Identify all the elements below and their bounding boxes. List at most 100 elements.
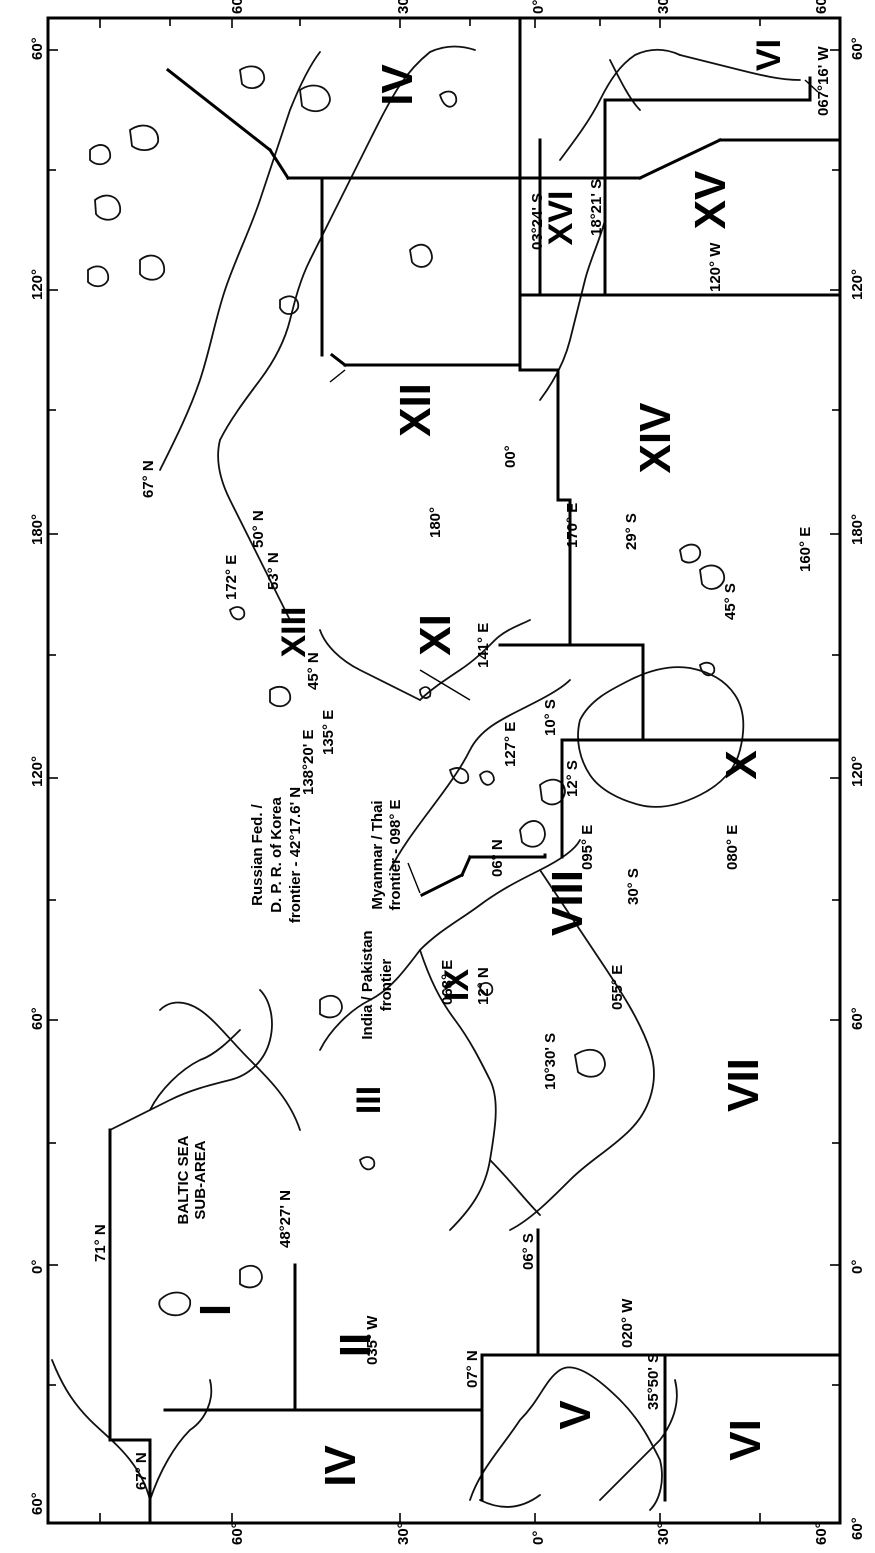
label-035w: 035° W <box>364 1315 381 1365</box>
lat-l-0: 0° <box>530 0 547 14</box>
label-07n: 07° N <box>464 1350 481 1388</box>
zone-IV-east: IV <box>373 64 422 106</box>
zone-XIII: XIII <box>275 606 313 657</box>
lon-top-60w: 60° <box>29 1492 46 1515</box>
label-135e: 135° E <box>320 710 337 755</box>
pointer-lines <box>329 79 819 894</box>
zone-X: X <box>717 750 766 779</box>
label-141e: 141° E <box>475 623 492 668</box>
label-50n: 50° N <box>250 510 267 548</box>
islands <box>87 65 725 1317</box>
zone-XI: XI <box>411 614 460 656</box>
lat-r-60n: 60° <box>229 1522 246 1545</box>
india-pakistan-label-2: frontier <box>378 959 395 1012</box>
lat-r-30n: 30° <box>395 1522 412 1545</box>
zone-XII: XII <box>391 383 440 437</box>
label-0324s: 03°24' S <box>529 193 546 250</box>
label-67n-east: 67° N <box>140 460 157 498</box>
baltic-label-2: SUB-AREA <box>192 1140 209 1219</box>
label-127e: 127° E <box>502 722 519 767</box>
label-30s: 30° S <box>625 868 642 905</box>
label-equator: 00° <box>502 445 519 468</box>
label-120w: 120° W <box>707 242 724 292</box>
frame-ticks <box>48 18 840 1523</box>
zone-IX: IX <box>438 969 476 1001</box>
label-67n-west: 67° N <box>133 1452 150 1490</box>
baltic-label-1: BALTIC SEA <box>175 1135 192 1224</box>
zone-VII: VII <box>719 1058 768 1112</box>
label-080e: 080° E <box>724 825 741 870</box>
zone-XIV: XIV <box>631 402 680 474</box>
lon-top-0: 0° <box>29 1260 46 1274</box>
label-3550s: 35°50' S <box>645 1353 662 1410</box>
zone-VI-west: VI <box>721 1419 770 1461</box>
label-12s: 12° S <box>564 760 581 797</box>
lon-bot-60w-east: 60° <box>849 37 866 60</box>
zone-XVI: XVI <box>542 191 580 246</box>
latitude-labels-left: 60° 30° 0° 30° 60° <box>229 0 830 14</box>
label-170e: 170° E <box>564 503 581 548</box>
myanmar-thai-label-1: Myanmar / Thai <box>369 800 386 909</box>
label-10s: 10° S <box>542 699 559 736</box>
lon-bot-120w: 120° <box>849 269 866 300</box>
lon-top-60w-east: 60° <box>29 37 46 60</box>
lon-bot-60e: 60° <box>849 1007 866 1030</box>
zone-I: I <box>191 1304 240 1316</box>
label-53n: 53° N <box>265 552 282 590</box>
zone-II: II <box>331 1333 380 1357</box>
label-055e: 055° E <box>609 965 626 1010</box>
label-06s: 06° S <box>520 1233 537 1270</box>
lon-top-180: 180° <box>29 514 46 545</box>
india-pakistan-label-1: India / Pakistan <box>359 930 376 1039</box>
russia-korea-label-1: Russian Fed. / <box>249 803 266 906</box>
label-4827n: 48°27' N <box>277 1190 294 1248</box>
lon-top-120w: 120° <box>29 269 46 300</box>
zone-labels: I II III IV IV V VI VI VII VIII IX X XI … <box>191 39 788 1487</box>
label-172e: 172° E <box>223 555 240 600</box>
label-29s: 29° S <box>623 513 640 550</box>
russia-korea-label-2: D. P. R. of Korea <box>268 797 285 913</box>
label-180: 180° <box>427 507 444 538</box>
label-160e: 160° E <box>797 527 814 572</box>
latitude-labels-right: 60° 30° 0° 30° 60° <box>229 1522 830 1545</box>
label-1030s: 10°30' S <box>542 1033 559 1090</box>
russia-korea-label-3: frontier - 42°17.6' N <box>287 787 304 923</box>
map-frame <box>46 16 842 1525</box>
longitude-labels-bottom: 60° 0° 60° 120° 180° 120° 60° <box>849 37 866 1540</box>
label-06716w: 067°16' W <box>815 46 832 116</box>
navarea-boundaries <box>108 16 842 1525</box>
zone-III: III <box>350 1086 388 1114</box>
lon-bot-120e: 120° <box>849 756 866 787</box>
lat-l-30n: 30° <box>395 0 412 14</box>
label-71n: 71° N <box>92 1224 109 1262</box>
lat-l-60n: 60° <box>229 0 246 14</box>
lat-r-0: 0° <box>530 1531 547 1545</box>
lat-l-30s: 30° <box>655 0 672 14</box>
zone-V: V <box>551 1400 600 1430</box>
zone-IV-west: IV <box>316 1445 365 1487</box>
longitude-labels-top: 60° 0° 60° 120° 180° 120° 60° <box>29 37 46 1515</box>
coastlines <box>51 45 801 1511</box>
label-45n: 45° N <box>305 652 322 690</box>
label-13820e: 138°20' E <box>300 730 317 795</box>
lon-top-60e: 60° <box>29 1007 46 1030</box>
lat-r-60s: 60° <box>813 1522 830 1545</box>
label-12n: 12° N <box>475 967 492 1005</box>
lat-l-60s: 60° <box>813 0 830 14</box>
boundary-labels: 67° N 71° N 48°27' N 035° W 07° N 06° S … <box>92 46 832 1490</box>
lon-bot-180: 180° <box>849 514 866 545</box>
zone-XV: XV <box>686 170 735 229</box>
lon-bot-60w: 60° <box>849 1517 866 1540</box>
label-095e: 095° E <box>579 825 596 870</box>
lon-top-120e: 120° <box>29 756 46 787</box>
label-020w: 020° W <box>619 1298 636 1348</box>
label-45s: 45° S <box>722 583 739 620</box>
myanmar-thai-label-2: frontier - 098° E <box>387 799 404 910</box>
region-annotations: BALTIC SEA SUB-AREA Russian Fed. / D. P.… <box>175 787 404 1225</box>
label-06n: 06° N <box>489 839 506 877</box>
zone-VI-east: VI <box>750 39 788 71</box>
label-1821s: 18°21' S <box>588 179 605 236</box>
lon-bot-0: 0° <box>849 1260 866 1274</box>
lat-r-30s: 30° <box>655 1522 672 1545</box>
